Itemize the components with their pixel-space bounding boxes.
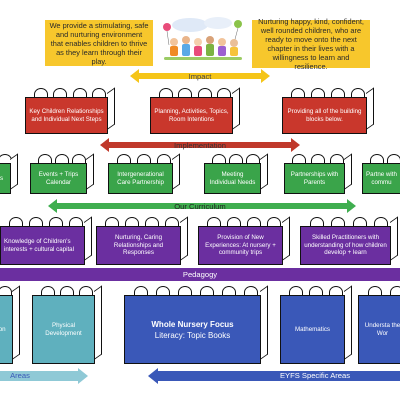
curriculum-brick-interests: Knowledge of Children's interests + cult… xyxy=(0,216,92,265)
intent-note-right-text: Nurturing happy, kind, confident, well r… xyxy=(258,17,364,71)
impact-brick-relationships-text: Key Children Relationships and Individua… xyxy=(29,108,104,123)
implementation-brick-community-text: Partne with commu xyxy=(366,171,397,186)
impact-label: Impact xyxy=(188,72,212,81)
curriculum-brick-experiences-text: Provision of New Experiences: At nursery… xyxy=(205,234,276,257)
focus-subtitle: Literacy: Topic Books xyxy=(154,330,231,340)
impact-brick-relationships: Key Children Relationships and Individua… xyxy=(25,87,115,134)
implementation-brick-parents-text: Partnerships with Parents xyxy=(290,171,339,186)
children-illustration xyxy=(163,17,242,60)
area-brick-mathematics-text: Mathematics xyxy=(294,325,331,333)
implementation-brick-individual-needs-text: Meeting Individual Needs xyxy=(209,171,256,186)
implementation-brick-individual-needs: Meeting Individual Needs xyxy=(204,153,268,194)
implementation-brick-partial-left: s xyxy=(0,153,18,194)
area-brick-understanding-world: Understa the Wor xyxy=(358,286,400,364)
implementation-brick-intergenerational-text: Intergenerational Care Partnership xyxy=(117,171,164,186)
implementation-arrow xyxy=(100,138,300,152)
implementation-brick-partial-left-text: s xyxy=(0,174,4,182)
implementation-brick-community: Partne with commu xyxy=(362,154,400,194)
impact-brick-building-blocks-text: Providing all of the building blocks bel… xyxy=(287,108,362,123)
impact-brick-building-blocks: Providing all of the building blocks bel… xyxy=(282,87,374,134)
area-brick-partial-left: ion xyxy=(0,285,20,364)
curriculum-brick-interests-text: Knowledge of Children's interests + cult… xyxy=(4,238,74,253)
impact-brick-planning: Planning, Activities, Topics, Room Inten… xyxy=(150,87,240,134)
intent-note-left: We provide a stimulating, safe and nurtu… xyxy=(45,20,153,66)
area-brick-whole-nursery-focus: Whole Nursery Focus Literacy: Topic Book… xyxy=(124,285,268,364)
implementation-label: Implementation xyxy=(174,141,226,150)
implementation-brick-intergenerational: Intergenerational Care Partnership xyxy=(108,153,180,194)
area-brick-understanding-world-text: Understa the Wor xyxy=(364,322,400,337)
area-brick-physical-text: Physical Development xyxy=(45,322,82,337)
areas-left-arrow xyxy=(0,368,88,384)
area-brick-physical: Physical Development xyxy=(32,285,102,364)
eyfs-arrow xyxy=(148,368,400,384)
implementation-brick-events: Events + Trips Calendar xyxy=(30,153,94,194)
impact-arrow xyxy=(130,69,270,83)
curriculum-brick-practitioners: Skilled Practitioners with understanding… xyxy=(300,216,398,265)
implementation-brick-parents: Partnerships with Parents xyxy=(284,153,352,194)
curriculum-brick-experiences: Provision of New Experiences: At nursery… xyxy=(198,216,290,265)
focus-title: Whole Nursery Focus xyxy=(151,319,234,329)
curriculum-brick-practitioners-text: Skilled Practitioners with understanding… xyxy=(304,234,387,257)
impact-brick-planning-text: Planning, Activities, Topics, Room Inten… xyxy=(154,108,229,123)
curriculum-label: Our Curriculum xyxy=(174,202,226,211)
intent-note-left-text: We provide a stimulating, safe and nurtu… xyxy=(49,20,149,66)
intent-note-right: Nurturing happy, kind, confident, well r… xyxy=(252,17,370,71)
curriculum-brick-nurturing-text: Nurturing, Caring Relationships and Resp… xyxy=(113,234,164,257)
curriculum-brick-nurturing: Nurturing, Caring Relationships and Resp… xyxy=(96,216,188,265)
area-brick-mathematics: Mathematics xyxy=(280,285,352,364)
curriculum-arrow xyxy=(48,199,356,213)
eyfs-label: EYFS Specific Areas xyxy=(279,371,351,380)
pedagogy-bar xyxy=(0,268,400,281)
area-brick-partial-left-text: ion xyxy=(0,325,6,333)
areas-left-label: Areas xyxy=(10,371,30,380)
pedagogy-label: Pedagogy xyxy=(182,270,218,279)
implementation-brick-events-text: Events + Trips Calendar xyxy=(38,171,79,186)
